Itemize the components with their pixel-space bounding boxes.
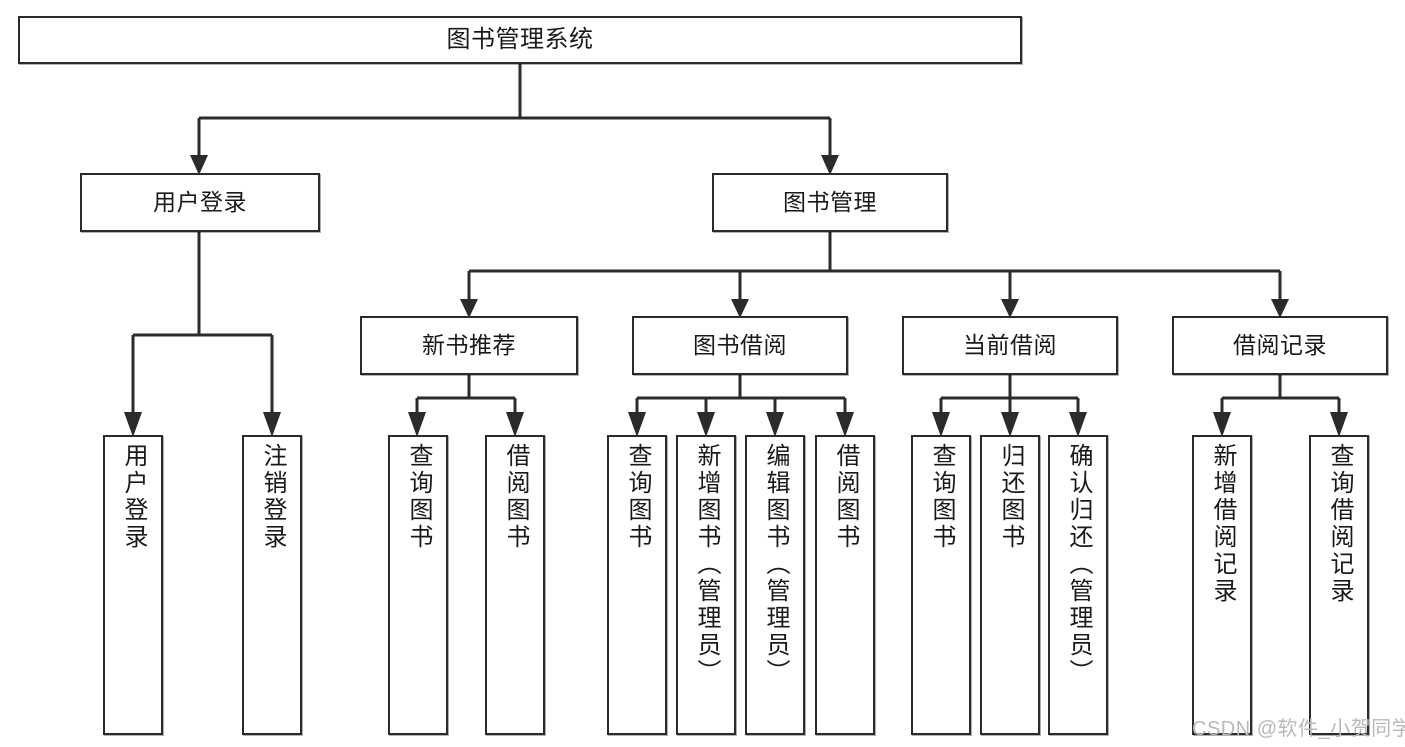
node-leaf-return-book-label: 归还图书 [997,443,1024,551]
node-borrow-record-label: 借阅记录 [1233,331,1327,358]
node-new-book-recommend-label: 新书推荐 [422,331,516,358]
node-leaf-query-book-current-label: 查询图书 [928,443,955,551]
node-root-system[interactable]: 图书管理系统 [18,16,1022,64]
node-book-borrow-label: 图书借阅 [693,331,787,358]
node-user-login-label: 用户登录 [153,188,247,215]
node-leaf-add-book-admin-label: 新增图书（管理员） [693,443,720,686]
node-leaf-user-login-label: 用户登录 [120,443,147,551]
node-book-management[interactable]: 图书管理 [712,173,948,232]
node-leaf-borrow-book-borrow[interactable]: 借阅图书 [815,435,875,735]
node-leaf-query-borrow-record[interactable]: 查询借阅记录 [1309,435,1369,735]
node-leaf-logout[interactable]: 注销登录 [242,435,302,735]
node-leaf-edit-book-admin-label: 编辑图书（管理员） [762,443,789,686]
node-leaf-confirm-return-admin[interactable]: 确认归还（管理员） [1048,435,1108,735]
node-leaf-add-borrow-record-label: 新增借阅记录 [1209,443,1236,605]
node-leaf-borrow-book-recommend[interactable]: 借阅图书 [485,435,545,735]
node-borrow-record[interactable]: 借阅记录 [1172,316,1388,375]
node-leaf-add-book-admin[interactable]: 新增图书（管理员） [676,435,736,735]
node-leaf-query-book-borrow[interactable]: 查询图书 [607,435,667,735]
node-new-book-recommend[interactable]: 新书推荐 [360,316,578,375]
node-leaf-user-login[interactable]: 用户登录 [103,435,163,735]
node-book-management-label: 图书管理 [783,188,877,215]
node-leaf-add-borrow-record[interactable]: 新增借阅记录 [1192,435,1252,735]
node-leaf-query-book-recommend[interactable]: 查询图书 [388,435,448,735]
node-current-borrow-label: 当前借阅 [963,331,1057,358]
node-leaf-confirm-return-admin-label: 确认归还（管理员） [1065,443,1092,686]
csdn-watermark: CSDN @软件_小贺同学 [1192,718,1405,740]
node-leaf-query-book-current[interactable]: 查询图书 [911,435,971,735]
node-leaf-query-book-borrow-label: 查询图书 [624,443,651,551]
node-leaf-return-book[interactable]: 归还图书 [980,435,1040,735]
node-leaf-query-book-recommend-label: 查询图书 [405,443,432,551]
node-leaf-query-borrow-record-label: 查询借阅记录 [1326,443,1353,605]
node-leaf-borrow-book-recommend-label: 借阅图书 [502,443,529,551]
node-leaf-edit-book-admin[interactable]: 编辑图书（管理员） [745,435,805,735]
node-root-system-label: 图书管理系统 [446,25,594,53]
node-leaf-logout-label: 注销登录 [259,443,286,551]
node-current-borrow[interactable]: 当前借阅 [902,316,1118,375]
node-user-login[interactable]: 用户登录 [80,173,320,232]
node-leaf-borrow-book-borrow-label: 借阅图书 [832,443,859,551]
node-book-borrow[interactable]: 图书借阅 [632,316,848,375]
